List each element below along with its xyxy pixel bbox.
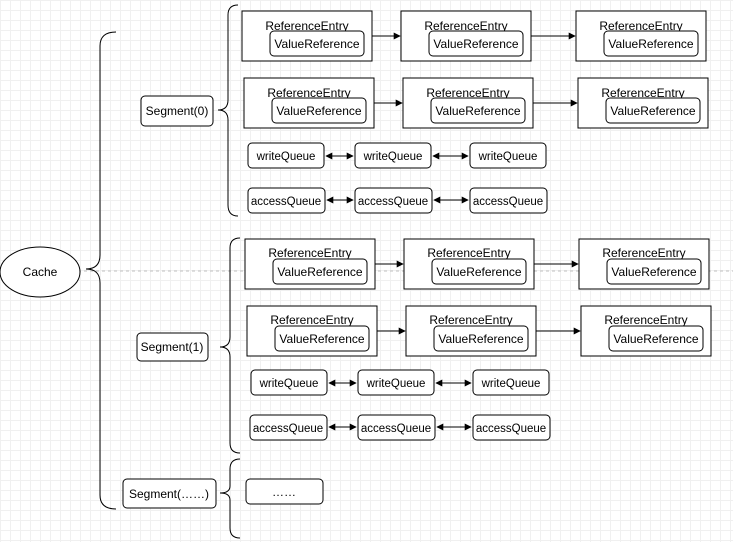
- segment-1: Segment(1) ReferenceEntry ValueReference…: [136, 237, 712, 454]
- segment-0: Segment(0) ReferenceEntry ValueReference…: [140, 4, 709, 217]
- segment-0-box: [140, 95, 214, 127]
- reference-entry-label: ReferenceEntry: [268, 246, 351, 260]
- reference-entry-label: ReferenceEntry: [599, 19, 682, 33]
- cache-node: Cache: [0, 246, 81, 298]
- entry-row: ReferenceEntry ValueReference ReferenceE…: [246, 305, 712, 357]
- value-reference-box: [274, 325, 370, 352]
- access-queue-row: accessQueue accessQueue accessQueue: [247, 187, 548, 214]
- value-reference-label: ValueReference: [608, 37, 693, 51]
- segment-0-brace: [217, 4, 239, 217]
- cache-brace: [85, 31, 117, 510]
- entry-row: ReferenceEntry ValueReference ReferenceE…: [243, 77, 709, 129]
- access-queue-box: [357, 414, 436, 441]
- reference-entry-label: ReferenceEntry: [602, 246, 685, 260]
- value-reference-box: [605, 97, 701, 124]
- access-queue-box: [354, 187, 433, 214]
- write-queue-box: [354, 142, 432, 169]
- access-queue-label: accessQueue: [358, 196, 428, 208]
- reference-entry-label: ReferenceEntry: [426, 86, 509, 100]
- reference-entry-label: ReferenceEntry: [424, 19, 507, 33]
- value-reference-label: ValueReference: [611, 265, 696, 279]
- value-reference-box: [603, 30, 699, 57]
- segment-1-label: Segment(1): [141, 340, 204, 354]
- value-reference-box: [272, 258, 368, 285]
- segment-more-brace: [219, 458, 241, 539]
- write-queue-label: writeQueue: [481, 378, 541, 390]
- entry-row: ReferenceEntry ValueReference ReferenceE…: [241, 10, 707, 62]
- value-reference-label: ValueReference: [610, 104, 695, 118]
- reference-entry-label: ReferenceEntry: [427, 246, 510, 260]
- value-reference-box: [608, 325, 704, 352]
- value-reference-label: ValueReference: [277, 265, 362, 279]
- access-queue-label: accessQueue: [473, 196, 543, 208]
- value-reference-label: ValueReference: [274, 37, 359, 51]
- cache-ellipse: [0, 246, 81, 298]
- value-reference-box: [269, 30, 365, 57]
- segment-1-box: [136, 332, 209, 362]
- write-queue-box: [472, 369, 550, 396]
- value-reference-label: ValueReference: [438, 332, 523, 346]
- reference-entry-label: ReferenceEntry: [604, 313, 687, 327]
- write-queue-label: writeQueue: [256, 151, 316, 163]
- value-reference-label: ValueReference: [276, 104, 361, 118]
- value-reference-box: [430, 97, 526, 124]
- value-reference-box: [433, 325, 529, 352]
- write-queue-label: writeQueue: [478, 151, 538, 163]
- access-queue-row: accessQueue accessQueue accessQueue: [249, 414, 551, 441]
- value-reference-label: ValueReference: [436, 265, 521, 279]
- value-reference-label: ValueReference: [279, 332, 364, 346]
- reference-entry-label: ReferenceEntry: [265, 19, 348, 33]
- write-queue-row: writeQueue writeQueue writeQueue: [247, 142, 547, 169]
- value-reference-label: ValueReference: [433, 37, 518, 51]
- write-queue-box: [247, 142, 325, 169]
- placeholder-label: ……: [272, 485, 296, 499]
- segment-more-box: [122, 478, 217, 509]
- value-reference-box: [428, 30, 524, 57]
- write-queue-box: [250, 369, 328, 396]
- placeholder-box: [245, 478, 324, 505]
- reference-entry-label: ReferenceEntry: [429, 313, 512, 327]
- segment-more: Segment(……) ……: [122, 458, 324, 539]
- segment-0-label: Segment(0): [146, 104, 209, 118]
- access-queue-label: accessQueue: [251, 196, 321, 208]
- value-reference-label: ValueReference: [613, 332, 698, 346]
- access-queue-label: accessQueue: [253, 423, 323, 435]
- value-reference-label: ValueReference: [435, 104, 520, 118]
- access-queue-label: accessQueue: [361, 423, 431, 435]
- value-reference-box: [606, 258, 702, 285]
- cache-label: Cache: [23, 265, 58, 279]
- segment-more-label: Segment(……): [129, 487, 209, 501]
- write-queue-box: [469, 142, 547, 169]
- write-queue-label: writeQueue: [259, 378, 319, 390]
- write-queue-box: [357, 369, 435, 396]
- reference-entry-label: ReferenceEntry: [267, 86, 350, 100]
- value-reference-box: [431, 258, 527, 285]
- write-queue-label: writeQueue: [366, 378, 426, 390]
- segment-1-brace: [219, 237, 241, 454]
- access-queue-box: [472, 414, 551, 441]
- reference-entry-label: ReferenceEntry: [601, 86, 684, 100]
- value-reference-box: [271, 97, 367, 124]
- reference-entry-label: ReferenceEntry: [270, 313, 353, 327]
- access-queue-label: accessQueue: [476, 423, 546, 435]
- access-queue-box: [249, 414, 328, 441]
- access-queue-box: [469, 187, 548, 214]
- write-queue-label: writeQueue: [363, 151, 423, 163]
- entry-row: ReferenceEntry ValueReference ReferenceE…: [244, 238, 710, 290]
- write-queue-row: writeQueue writeQueue writeQueue: [250, 369, 550, 396]
- access-queue-box: [247, 187, 326, 214]
